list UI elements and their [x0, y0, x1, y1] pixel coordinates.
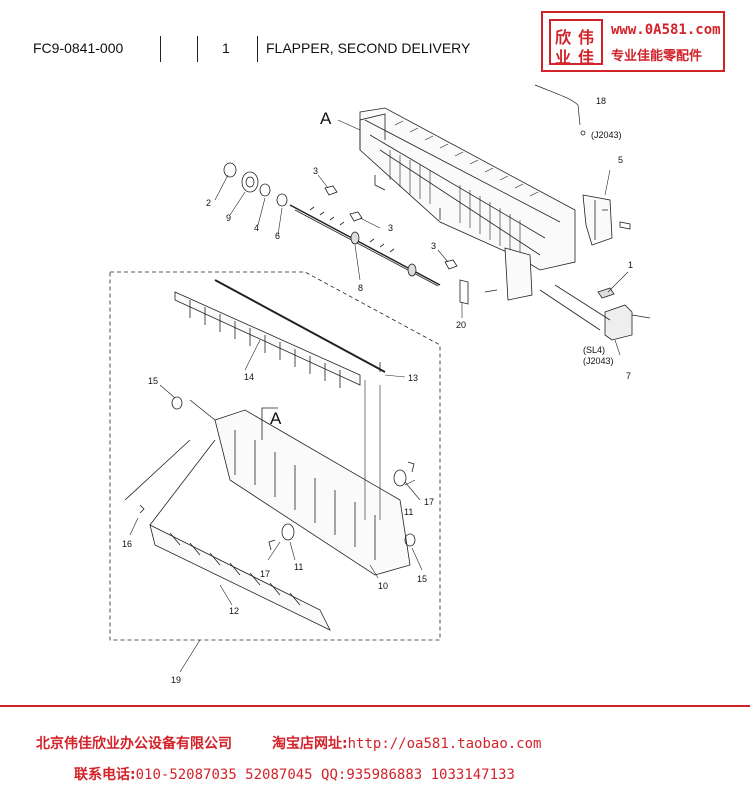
callout-label: (SL4): [583, 345, 605, 355]
callout-label: 15: [148, 376, 158, 386]
callout-label: 7: [626, 371, 631, 381]
header-divider: [197, 36, 198, 62]
page-title: FLAPPER, SECOND DELIVERY: [266, 40, 471, 56]
lower-flapper-part: [124, 439, 331, 631]
leader-lines: [129, 119, 629, 673]
flapper-part: [174, 279, 386, 388]
callout-label: 13: [408, 373, 418, 383]
bracket-part: [582, 194, 631, 246]
callout-label: (J2043): [583, 356, 614, 366]
callout-label: 4: [254, 223, 259, 233]
upper-frame-assembly: [359, 107, 576, 271]
exploded-parts-diagram: A A 18 (J2043) 5 2 9 4 6 3 3 3 8 1 20 (S…: [109, 84, 651, 685]
callout-label: 2: [206, 198, 211, 208]
callout-label: 14: [244, 372, 254, 382]
callout-label: 8: [358, 283, 363, 293]
logo-char: 业: [555, 48, 572, 67]
header: FC9-0841-000 1 FLAPPER, SECOND DELIVERY …: [0, 0, 750, 80]
callout-label: 16: [122, 539, 132, 549]
header-divider: [160, 36, 161, 62]
gear-parts: [223, 162, 288, 207]
callout-label: 12: [229, 606, 239, 616]
part-number: FC9-0841-000: [33, 40, 124, 56]
logo-char: 佳: [578, 48, 595, 67]
callout-label: 9: [226, 213, 231, 223]
logo-url: www.0A581.com: [611, 22, 721, 38]
callout-label: 6: [275, 231, 280, 241]
callout-label: 1: [628, 260, 633, 270]
footer-divider: [0, 705, 750, 707]
callout-label: 10: [378, 581, 388, 591]
callout-label: (J2043): [591, 130, 622, 140]
shop-label: 淘宝店网址:: [272, 736, 348, 752]
page-number: 1: [222, 40, 230, 56]
lower-frame-assembly: [171, 396, 416, 576]
callout-label: 11: [294, 562, 303, 572]
callout-label: 17: [424, 497, 434, 507]
callout-label: 3: [388, 223, 393, 233]
header-divider: [257, 36, 258, 62]
shop-url-link[interactable]: http://oa581.taobao.com: [347, 736, 542, 752]
brand-logo: 欣 伟 业 佳 www.0A581.com 专业佳能零配件: [541, 11, 725, 72]
section-label: A: [270, 409, 282, 428]
callout-label: 20: [456, 320, 466, 330]
logo-tagline: 专业佳能零配件: [611, 49, 703, 64]
contact-label: 联系电话:: [74, 767, 136, 783]
section-label: A: [320, 109, 332, 128]
callout-label: 3: [313, 166, 318, 176]
callout-label: 5: [618, 155, 623, 165]
logo-char: 欣: [555, 28, 572, 47]
callout-label: 19: [171, 675, 181, 685]
company-name: 北京伟佳欣业办公设备有限公司: [36, 736, 232, 752]
callout-label: 18: [596, 96, 606, 106]
logo-char: 伟: [578, 28, 595, 47]
callout-label: 15: [417, 574, 427, 584]
callout-label: 11: [404, 507, 413, 517]
footer-contact-row: 联系电话:010-52087035 52087045 QQ:935986883 …: [74, 764, 515, 784]
callout-label: 17: [260, 569, 270, 579]
contact-numbers: 010-52087035 52087045 QQ:935986883 10331…: [135, 767, 515, 783]
logo-mark: 欣 伟 业 佳: [549, 19, 603, 67]
footer-company-row: 北京伟佳欣业办公设备有限公司 淘宝店网址:http://oa581.taobao.…: [36, 733, 541, 753]
callout-label: 3: [431, 241, 436, 251]
shaft-part: [289, 204, 441, 287]
